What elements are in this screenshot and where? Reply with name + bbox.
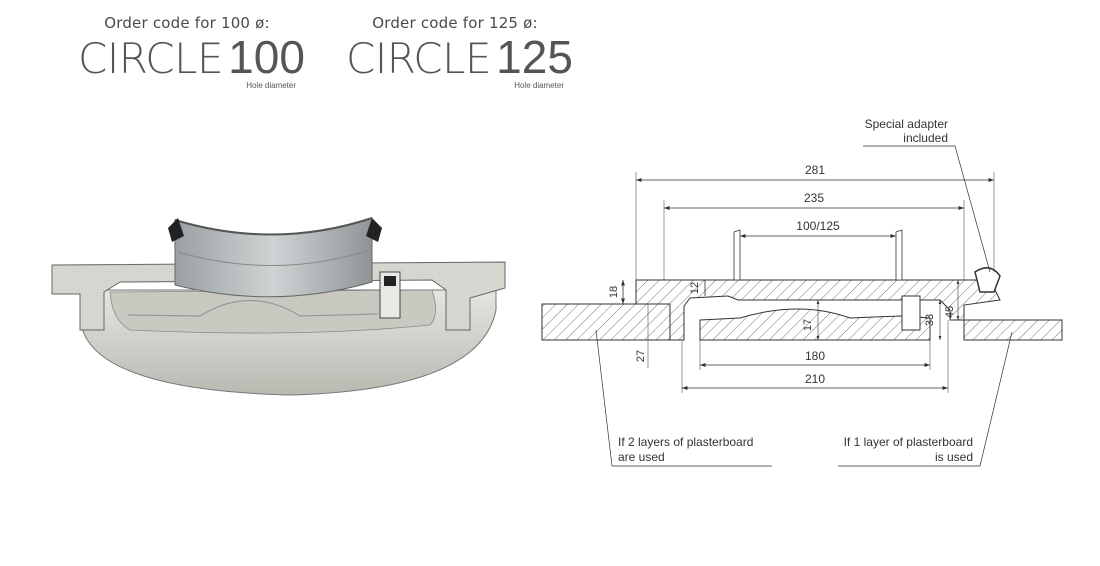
dim-17: 17 xyxy=(802,319,814,331)
order-code-value: CIRCLE 125 Hole diameter xyxy=(346,30,573,90)
note-adapter-line2: included xyxy=(903,131,948,145)
note-two-layers-line1: If 2 layers of plasterboard xyxy=(618,435,753,449)
clip-profile xyxy=(901,295,921,331)
order-code-word: CIRCLE xyxy=(78,34,224,83)
order-code-number: 125 xyxy=(496,31,573,83)
inner-surface xyxy=(109,289,436,334)
pipe-rim xyxy=(174,217,373,236)
plasterboard-right xyxy=(963,319,1063,341)
seal-right xyxy=(366,218,382,242)
product-3d-illustration xyxy=(51,217,506,396)
dim-281: 281 xyxy=(805,163,825,177)
dim-210: 210 xyxy=(805,372,825,386)
flange-profile xyxy=(635,279,1001,341)
dim-100-125: 100/125 xyxy=(796,219,840,233)
dim-180: 180 xyxy=(805,349,825,363)
plasterboard-left xyxy=(541,303,671,341)
dim-33: 33 xyxy=(924,314,936,326)
order-code-number: 100 xyxy=(228,31,305,83)
dim-45: 45 xyxy=(944,306,956,318)
dim-235: 235 xyxy=(804,191,824,205)
note-adapter-line1: Special adapter xyxy=(865,117,948,131)
note-one-layer-line2: is used xyxy=(935,450,973,464)
technical-drawing: 281 235 100/125 180 210 18 12 27 17 33 4… xyxy=(541,117,1063,467)
inner-bowl-profile xyxy=(699,308,931,341)
note-two-layers-line2: are used xyxy=(618,450,665,464)
note-one-layer-line1: If 1 layer of plasterboard xyxy=(844,435,973,449)
order-code-caption: Order code for 125 ø: xyxy=(372,14,538,32)
order-code-100: Order code for 100 ø: CIRCLE 100 Hole di… xyxy=(78,14,305,90)
order-code-sub: Hole diameter xyxy=(246,81,296,90)
dim-18: 18 xyxy=(608,286,620,298)
pipe-ring xyxy=(177,249,371,267)
dim-12: 12 xyxy=(689,282,701,294)
adapter-profile xyxy=(974,267,1001,293)
collar-profile xyxy=(733,229,903,281)
dim-27: 27 xyxy=(635,350,647,362)
order-code-sub: Hole diameter xyxy=(514,81,564,90)
seal-left xyxy=(168,218,184,242)
order-code-caption: Order code for 100 ø: xyxy=(104,14,270,32)
order-code-value: CIRCLE 100 Hole diameter xyxy=(78,30,305,90)
order-code-125: Order code for 125 ø: CIRCLE 125 Hole di… xyxy=(346,14,573,90)
order-code-word: CIRCLE xyxy=(346,34,492,83)
inner-curve xyxy=(127,300,379,317)
